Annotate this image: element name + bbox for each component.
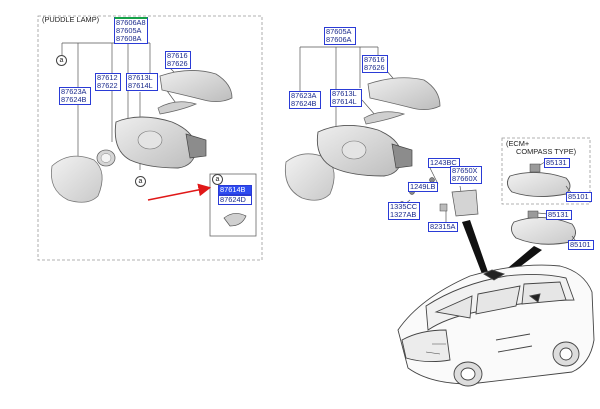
part-label-detail[interactable]: 87624D [218, 195, 252, 205]
part-label-ecm-85131[interactable]: 85131 [544, 158, 570, 168]
part-label-detail-highlighted[interactable]: 87614B [218, 185, 252, 195]
left-mirror-glass [50, 155, 103, 203]
left-puddle-lamp-lens [100, 153, 112, 163]
left-housing-bracket [185, 133, 207, 159]
ecm-mirror [507, 172, 571, 197]
part-label-lower-85131[interactable]: 85131 [546, 210, 572, 220]
left-mirror-cover [159, 70, 233, 102]
part-label-lower-85101[interactable]: 85101 [568, 240, 594, 250]
marker-a-3: a [212, 174, 223, 185]
lower-inside-mirror [511, 217, 576, 245]
puddle-lamp-frame [37, 15, 263, 261]
suv-drawing [397, 264, 595, 387]
plate-part [439, 203, 448, 212]
middle-mirror-cover [367, 77, 441, 110]
ecm-frame [501, 137, 591, 205]
left-housing-motor [137, 130, 163, 150]
marker-a-1: a [56, 55, 67, 66]
red-arrow [147, 183, 212, 201]
middle-housing-motor [341, 140, 367, 160]
part-label-ecm-85101[interactable]: 85101 [566, 192, 592, 202]
ecm-title-2: COMPASS TYPE) [516, 147, 577, 156]
puddle-lamp-title: (PUDDLE LAMP) [42, 15, 100, 24]
marker-a-2: a [135, 176, 146, 187]
ecm-mirror-mount [529, 163, 541, 173]
part-label-plate[interactable]: 82315A [428, 222, 458, 232]
callout-wedge-left [462, 220, 488, 274]
middle-housing-bracket [391, 143, 413, 169]
part-label-screw[interactable]: 1249LB [408, 182, 438, 192]
detail-puddle-lamp [223, 213, 247, 227]
left-garnish [157, 101, 198, 115]
middle-mirror-glass [284, 153, 335, 201]
middle-garnish [363, 111, 406, 125]
inner-cover-part [451, 189, 479, 217]
detail-box [209, 173, 257, 237]
part-label-bolt[interactable]: 1243BC [428, 158, 460, 168]
lower-mirror-mount [527, 210, 539, 219]
ecm-title-1: (ECM+ [506, 139, 530, 148]
